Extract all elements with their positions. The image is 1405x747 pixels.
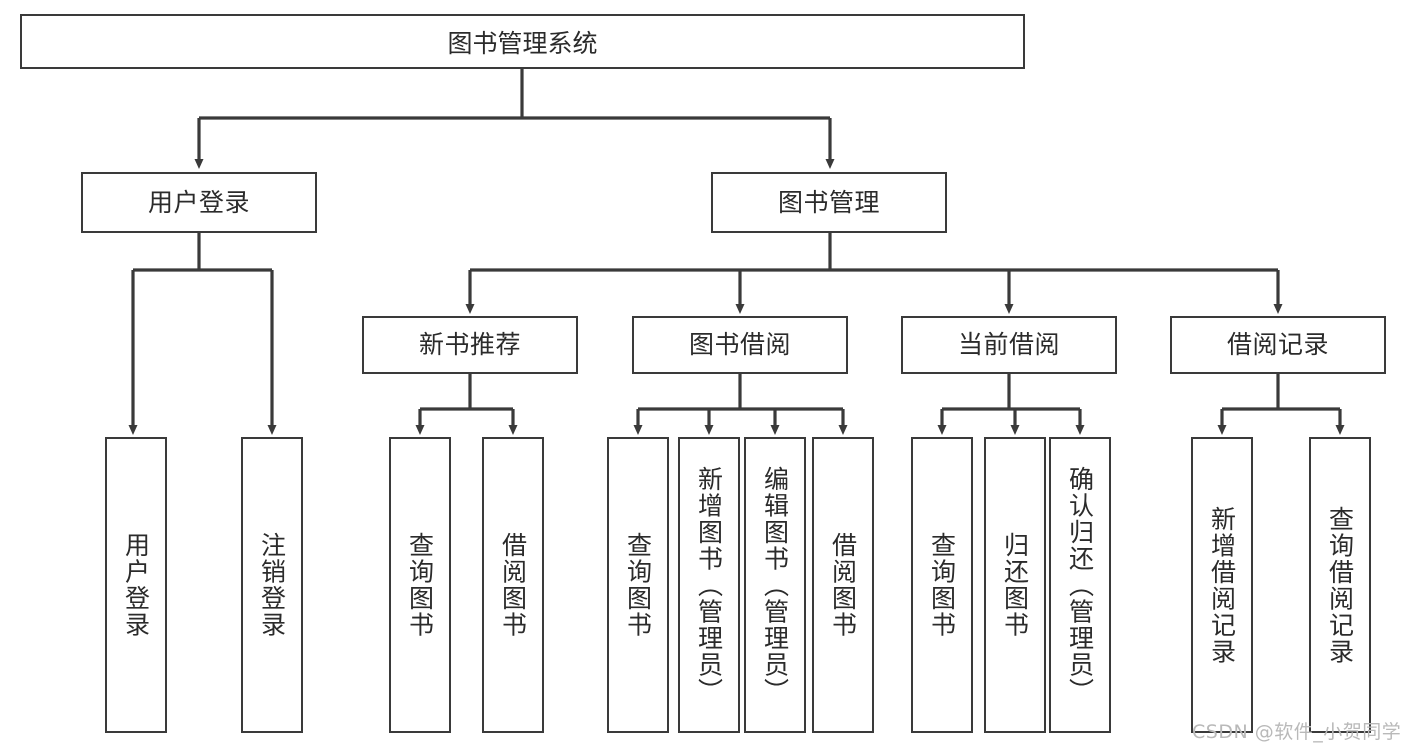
leaf-edit-book-admin[interactable]: 编辑图书（管理员） — [744, 437, 806, 733]
leaf-add-book-admin-label: 新增图书（管理员） — [694, 465, 724, 705]
leaf-add-book-admin[interactable]: 新增图书（管理员） — [678, 437, 740, 733]
watermark: CSDN @软件_小贺同学 — [1192, 721, 1402, 743]
leaf-edit-book-admin-label: 编辑图书（管理员） — [760, 465, 790, 705]
leaf-query-book-current[interactable]: 查询图书 — [911, 437, 973, 733]
leaf-borrow-book-label: 借阅图书 — [828, 532, 858, 638]
node-borrow-record-label: 借阅记录 — [1226, 330, 1329, 360]
leaf-borrow-book[interactable]: 借阅图书 — [812, 437, 874, 733]
leaf-query-book-borrow-label: 查询图书 — [623, 532, 653, 638]
leaf-query-book-recommend-label: 查询图书 — [405, 532, 435, 638]
leaf-query-book-recommend[interactable]: 查询图书 — [389, 437, 451, 733]
node-new-book-recommend[interactable]: 新书推荐 — [362, 316, 578, 374]
leaf-borrow-book-recommend[interactable]: 借阅图书 — [482, 437, 544, 733]
node-current-borrow-label: 当前借阅 — [957, 330, 1060, 360]
leaf-query-book-borrow[interactable]: 查询图书 — [607, 437, 669, 733]
leaf-logout-label: 注销登录 — [257, 532, 287, 638]
node-root-label: 图书管理系统 — [447, 28, 598, 58]
node-current-borrow[interactable]: 当前借阅 — [901, 316, 1117, 374]
leaf-confirm-return-admin[interactable]: 确认归还（管理员） — [1049, 437, 1111, 733]
leaf-add-borrow-record-label: 新增借阅记录 — [1207, 505, 1237, 665]
node-borrow-record[interactable]: 借阅记录 — [1170, 316, 1386, 374]
node-new-book-recommend-label: 新书推荐 — [418, 330, 521, 360]
node-book-management[interactable]: 图书管理 — [711, 172, 947, 233]
node-user-login[interactable]: 用户登录 — [81, 172, 317, 233]
leaf-return-book-label: 归还图书 — [1000, 532, 1030, 638]
leaf-query-book-current-label: 查询图书 — [927, 532, 957, 638]
node-book-borrow[interactable]: 图书借阅 — [632, 316, 848, 374]
leaf-return-book[interactable]: 归还图书 — [984, 437, 1046, 733]
node-user-login-label: 用户登录 — [147, 187, 250, 217]
leaf-add-borrow-record[interactable]: 新增借阅记录 — [1191, 437, 1253, 733]
leaf-query-borrow-record-label: 查询借阅记录 — [1325, 505, 1355, 665]
node-root[interactable]: 图书管理系统 — [20, 14, 1025, 69]
leaf-logout[interactable]: 注销登录 — [241, 437, 303, 733]
node-book-management-label: 图书管理 — [777, 187, 880, 217]
leaf-user-login-label: 用户登录 — [121, 532, 151, 638]
leaf-confirm-return-admin-label: 确认归还（管理员） — [1065, 465, 1095, 705]
leaf-query-borrow-record[interactable]: 查询借阅记录 — [1309, 437, 1371, 733]
leaf-borrow-book-recommend-label: 借阅图书 — [498, 532, 528, 638]
node-book-borrow-label: 图书借阅 — [688, 330, 791, 360]
leaf-user-login[interactable]: 用户登录 — [105, 437, 167, 733]
